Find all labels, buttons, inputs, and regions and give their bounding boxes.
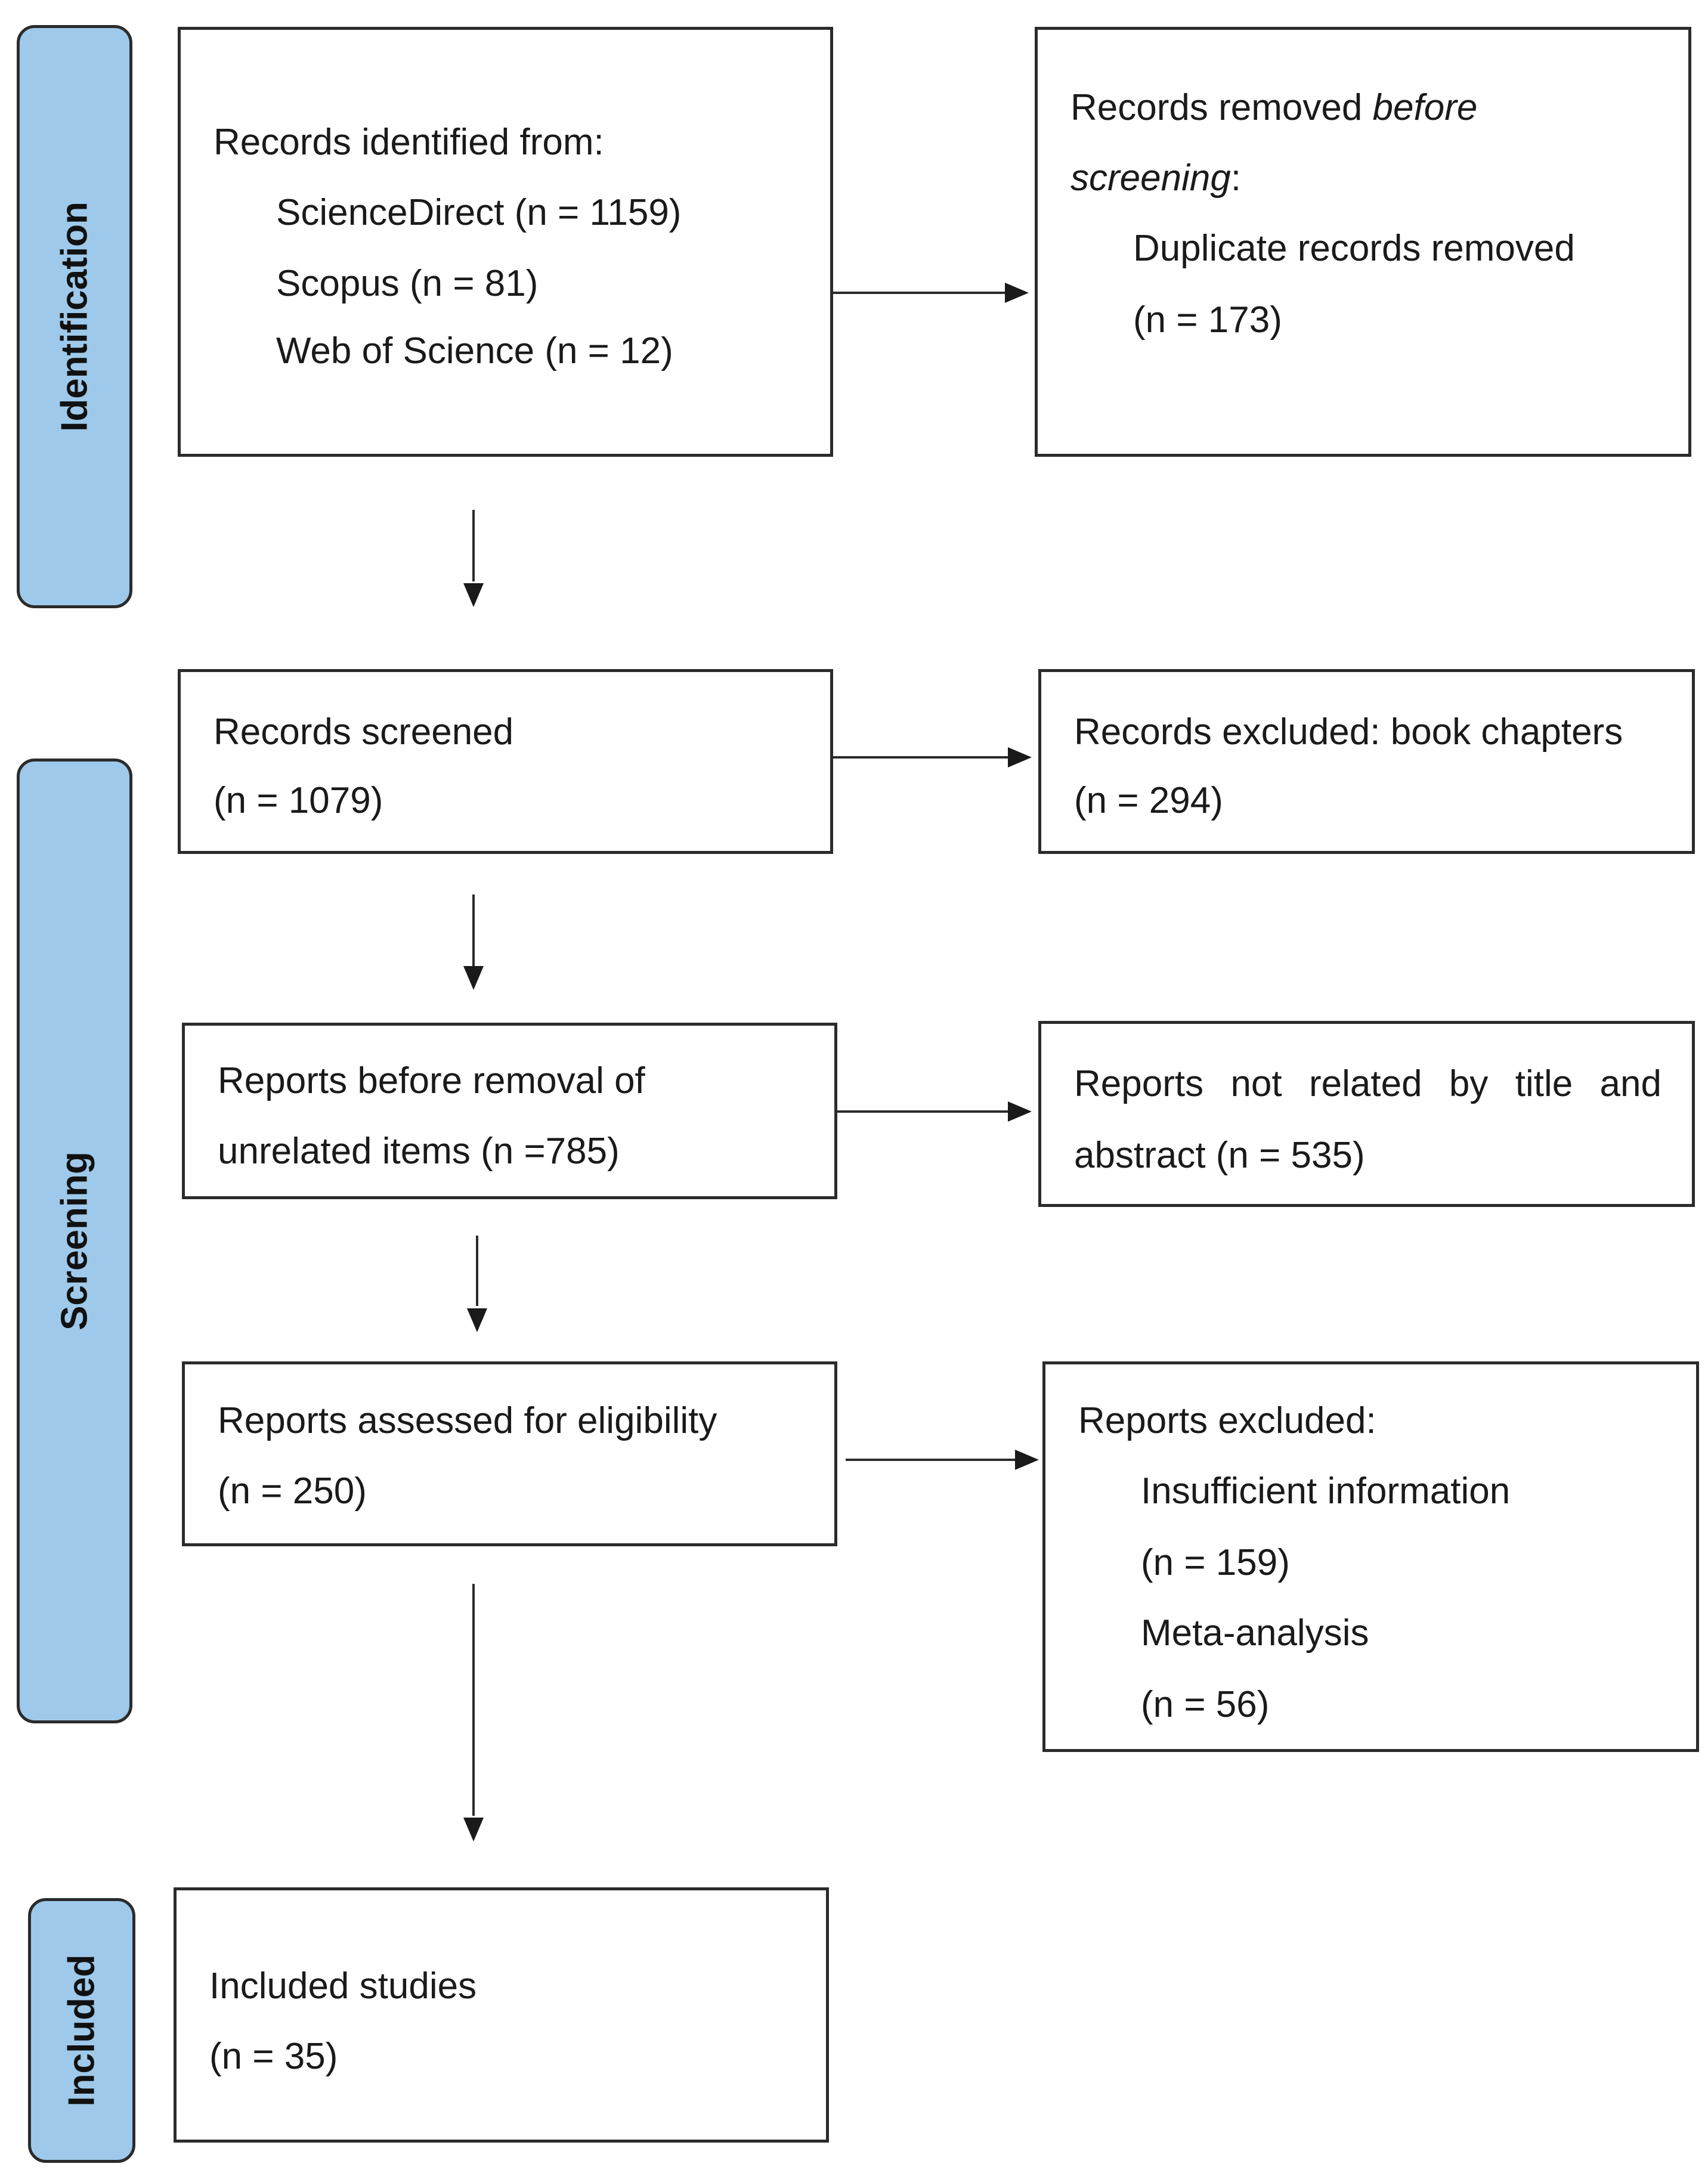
source-web-of-science: Web of Science (n = 12) [276,330,673,372]
reports-not-related-box: Reports not related by title and abstrac… [1038,1021,1695,1207]
reports-excluded-box: Reports excluded: Insufficient informati… [1042,1361,1699,1752]
records-identified-box: Records identified from: ScienceDirect (… [178,27,833,457]
included-studies-count: (n = 35) [209,2036,338,2077]
records-screened-count: (n = 1079) [214,780,383,821]
arrowhead-excluded-books [1008,747,1032,767]
records-removed-heading-line2: screening: [1070,160,1241,197]
insufficient-information-count: (n = 159) [1141,1542,1290,1583]
records-screened-box: Records screened (n = 1079) [178,669,833,854]
reports-before-removal-label: Reports before removal of [218,1060,645,1101]
records-removed-heading-italic: before [1372,87,1478,128]
records-removed-box: Records removed before screening: Duplic… [1035,27,1691,457]
records-removed-heading-italic-2: screening [1070,157,1231,199]
records-excluded-books-label: Records excluded: book chapters [1074,711,1623,753]
source-scopus: Scopus (n = 81) [276,263,539,304]
reports-before-removal-box: Reports before removal of unrelated item… [182,1023,837,1199]
records-removed-heading: Records removed before [1070,89,1477,126]
records-removed-heading-end: : [1230,157,1242,199]
arrowhead-included [463,1818,484,1841]
meta-analysis-count: (n = 56) [1141,1684,1270,1725]
included-studies-box: Included studies (n = 35) [174,1887,829,2143]
arrowhead-before-removal [463,966,484,990]
meta-analysis-label: Meta-analysis [1141,1612,1369,1654]
records-screened-label: Records screened [214,711,514,753]
arrowhead-not-related [1008,1101,1032,1122]
reports-before-removal-label-2: unrelated items (n =785) [218,1131,620,1172]
records-removed-heading-start: Records removed [1070,87,1373,128]
phase-screening: Screening [17,759,132,1723]
reports-assessed-box: Reports assessed for eligibility (n = 25… [182,1361,837,1546]
phase-included: Included [28,1898,135,2163]
duplicate-records-count: (n = 173) [1133,299,1282,341]
arrowhead-reports-excluded [1015,1450,1039,1470]
records-excluded-books-count: (n = 294) [1074,780,1223,821]
reports-assessed-count: (n = 250) [218,1471,367,1512]
included-studies-label: Included studies [209,1965,477,2007]
records-excluded-books-box: Records excluded: book chapters (n = 294… [1038,669,1695,854]
arrowhead-removed [1005,283,1029,303]
records-identified-heading: Records identified from: [214,122,604,163]
reports-assessed-label: Reports assessed for eligibility [218,1400,717,1441]
reports-not-related-label-2: abstract (n = 535) [1074,1135,1365,1176]
arrowhead-assessed [467,1308,487,1332]
source-sciencedirect: ScienceDirect (n = 1159) [276,192,682,233]
insufficient-information-label: Insufficient information [1141,1471,1511,1512]
duplicate-records-label: Duplicate records removed [1133,228,1575,269]
reports-excluded-heading: Reports excluded: [1078,1400,1376,1441]
arrowhead-screened [463,583,484,607]
reports-not-related-label: Reports not related by title and [1074,1063,1661,1104]
phase-identification: Identification [17,25,132,608]
